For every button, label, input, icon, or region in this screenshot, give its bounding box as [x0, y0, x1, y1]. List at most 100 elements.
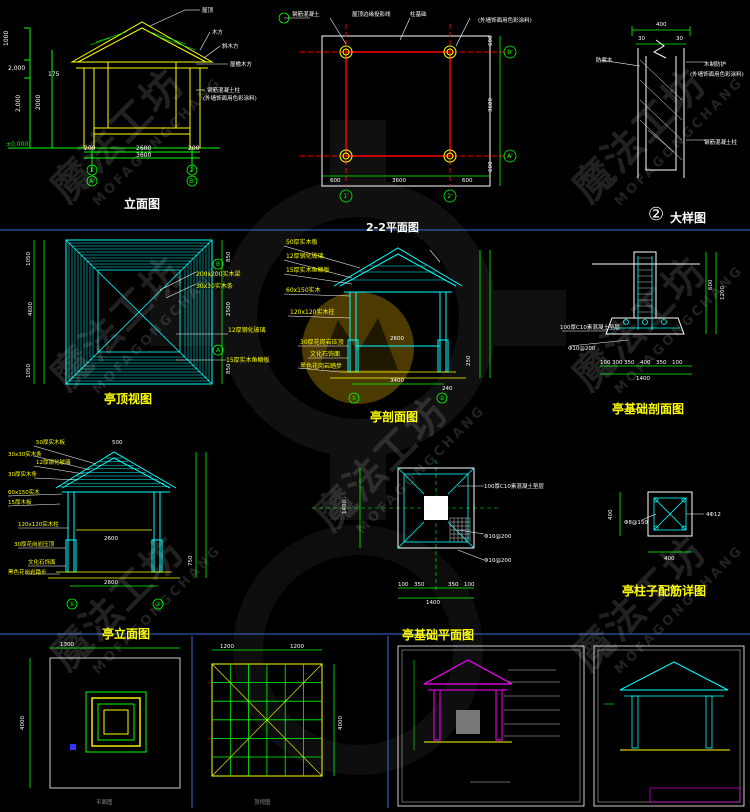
bottom-roof-drawing: 4000 1200 1200 顶视图	[211, 644, 344, 806]
title-front-elevation: 亭立面图	[102, 627, 151, 641]
front-label-strip: 30x30实木条	[8, 450, 42, 458]
title-section: 亭剖面图	[370, 410, 419, 424]
elevation-label-paint: (外墙饰面用色彩涂料)	[203, 94, 257, 102]
detail-dim-30a: 30	[638, 36, 645, 42]
plan-label-roof-edge: 屋顶边缘投影线	[352, 10, 391, 18]
sheet-dividers	[0, 229, 750, 808]
roof-label-beam: 200x200实木梁	[196, 270, 240, 278]
detail-label-wood: 防腐木	[596, 56, 613, 64]
title-plan: 2-2平面图	[366, 221, 419, 234]
elevation-axis-b: B'	[189, 178, 195, 185]
roof-label-glass: 12厚钢化玻璃	[228, 326, 266, 334]
bottom-dim-4000b: 4000	[338, 716, 344, 730]
column-label-bars: 4Φ12	[706, 512, 721, 518]
roof-dim-2500: 2500	[226, 302, 232, 316]
front-label-column: 120x120实木柱	[18, 520, 59, 528]
detail-label-guard: 木制防护	[704, 60, 727, 68]
detail-label-rc: 钢筋混凝土柱	[704, 138, 738, 146]
foundation-plan-drawing: 100厚C10素混凝土垫层 Φ10@200 Φ10@200 1400 100 3…	[312, 460, 544, 606]
bottom-dim-1200a: 1200	[220, 644, 234, 650]
section-label-shingle: 15厚实木鱼鳞板	[286, 266, 330, 274]
found-sec-dim-1200: 1200	[720, 286, 726, 300]
front-label-glass: 12厚钢化玻璃	[36, 458, 71, 466]
front-axis-2: ②	[155, 601, 161, 608]
section-drawing: 50厚实木板 12厚钢化玻璃 15厚实木鱼鳞板 60x150实木 120x120…	[283, 238, 491, 404]
elevation-dim-2000a: 2,000	[8, 65, 25, 72]
roof-dim-850a: 850	[226, 251, 232, 262]
front-dim-2600: 2600	[104, 536, 118, 542]
section-label-timber: 60x150实木	[286, 286, 321, 294]
detail-label-paint: (外墙饰面用色彩涂料)	[690, 70, 744, 78]
elevation-dim-2000b: 2,000	[15, 95, 22, 112]
title-foundation-section: 亭基础剖面图	[612, 402, 685, 416]
plan-dim-600d: 600	[488, 161, 494, 172]
title-roof-plan: 亭顶视图	[104, 392, 153, 406]
roof-label-strip: 30x30实木条	[196, 282, 233, 290]
roof-plan-drawing: 200x200实木梁 30x30实木条 12厚钢化玻璃 15厚实木鱼鳞板 105…	[26, 239, 270, 385]
section-label-stone: 文化石饰面	[310, 350, 340, 358]
front-elevation-drawing: 50厚实木板 30x30实木条 12厚钢化玻璃 30厚实木条 60x150实木 …	[7, 438, 207, 610]
plan-dim-3600: 3600	[392, 178, 406, 184]
found-plan-label-rebar-a: Φ10@200	[484, 534, 512, 540]
found-sec-dim-100a: 100	[600, 360, 611, 366]
found-plan-dim-350b: 350	[448, 582, 459, 588]
roof-label-shingle: 15厚实木鱼鳞板	[226, 356, 270, 364]
found-sec-dim-100b: 100	[672, 360, 683, 366]
elevation-dim-175: 175	[48, 71, 60, 78]
column-label-stirrup: Φ8@150	[624, 520, 648, 526]
detail-dim-30b: 30	[676, 36, 683, 42]
plan-dim-600a: 600	[330, 178, 341, 184]
elevation-label-beam: 木方	[212, 28, 224, 36]
bottom-dim-1200b: 1200	[290, 644, 304, 650]
front-dim-500: 500	[112, 440, 123, 446]
section-axis-2: ②	[439, 395, 445, 402]
bottom-sheet-thumbnail-2	[593, 645, 745, 807]
plan-axis-a: A'	[507, 153, 513, 160]
front-label-coping: 30厚花岗岩压顶	[14, 540, 54, 548]
roof-dim-4600: 4600	[28, 302, 34, 316]
found-sec-label-rebar: Φ10@200	[568, 346, 596, 352]
front-label-board15: 15厚木板	[8, 498, 32, 506]
elevation-dim-2600: 2600	[136, 145, 151, 152]
found-plan-dim-100b: 100	[464, 582, 475, 588]
front-label-steps: 黑色花岗岩踏步	[8, 568, 47, 576]
found-plan-label-bed: 100厚C10素混凝土垫层	[484, 482, 544, 490]
roof-axis-a: A	[216, 347, 221, 354]
found-plan-dim-100: 100	[398, 582, 409, 588]
plan-label-rc: 钢筋混凝土	[292, 10, 320, 18]
section-dim-2600: 2600	[390, 336, 404, 342]
bottom-label-roof: 顶视图	[254, 798, 271, 806]
front-label-board: 50厚实木板	[36, 438, 65, 446]
title-column-rebar: 亭柱子配筋详图	[622, 584, 707, 598]
found-sec-dim-400: 400	[640, 360, 651, 366]
section-dim-240: 240	[442, 386, 453, 392]
bottom-sheet-thumbnail-1	[397, 645, 585, 807]
title-foundation-plan: 亭基础平面图	[402, 628, 475, 642]
elevation-label-slant-beam: 斜木方	[222, 42, 239, 50]
bottom-dim-4000a: 4000	[20, 716, 26, 730]
detail-dim-400: 400	[656, 22, 667, 28]
section-label-steps: 黑色花岗岩踏步	[300, 362, 342, 370]
found-plan-dim-350a: 350	[414, 582, 425, 588]
found-sec-dim-350b: 350	[656, 360, 667, 366]
column-rebar-drawing: 400 400 Φ8@150 4Φ12	[608, 491, 721, 562]
roof-dim-1050b: 1050	[26, 364, 32, 378]
elevation-dim-200a: 200	[84, 145, 96, 152]
section-label-board: 50厚实木板	[286, 238, 318, 246]
section-label-column: 120x120实木柱	[290, 308, 334, 316]
column-dim-400h: 400	[664, 556, 675, 562]
section-dim-250: 250	[466, 355, 472, 366]
section-label-glass: 12厚钢化玻璃	[286, 252, 324, 260]
elevation-label-roof: 屋顶	[202, 7, 214, 14]
bottom-label-plan: 平面图	[96, 798, 113, 806]
front-label-timber: 60x150实木	[8, 488, 40, 496]
detail-drawing: 400 30 30 防腐木 木制防护 (外墙饰面用色彩涂料) 钢筋混凝土柱	[596, 22, 744, 178]
found-sec-label-bed: 100厚C10素混凝土垫层	[560, 323, 620, 331]
section-axis-1: ①	[351, 395, 356, 402]
roof-axis-b: B	[216, 261, 220, 268]
plan-axis-b: B'	[507, 49, 513, 56]
bottom-plan-drawing: 4000 1300 平面图	[20, 642, 181, 806]
plan-dim-600c: 600	[488, 35, 494, 46]
